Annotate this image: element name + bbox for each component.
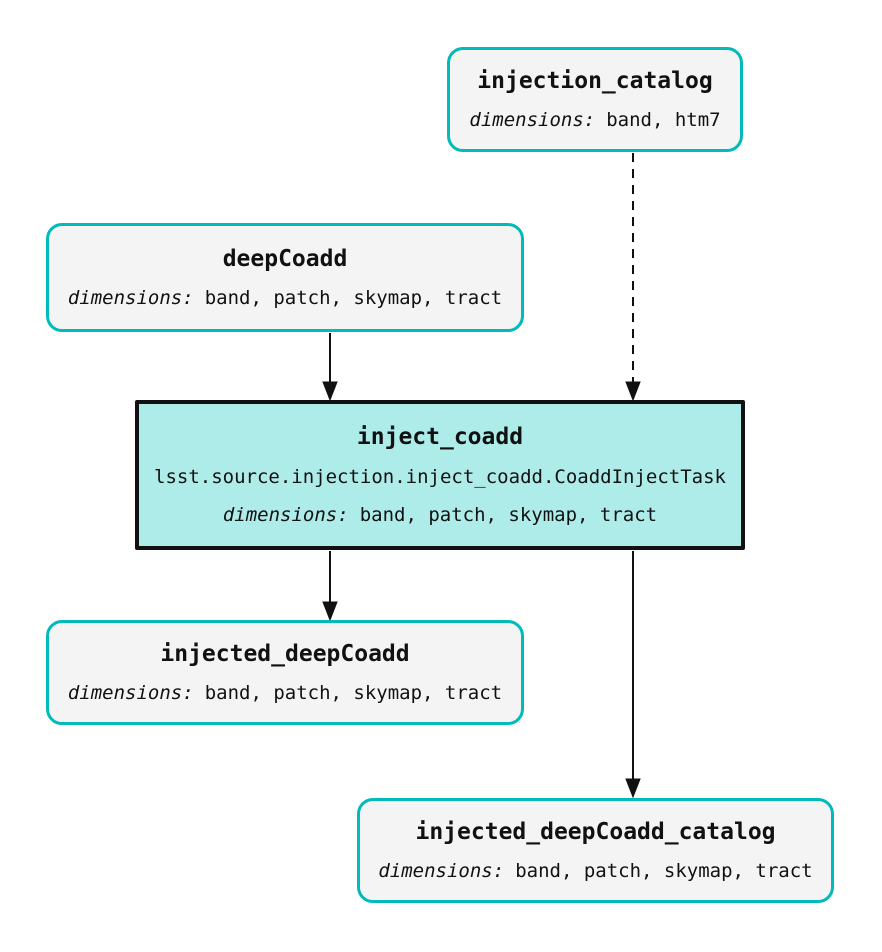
dimensions-value: band, patch, skymap, tract: [204, 287, 503, 309]
node-dimensions: dimensions: band, patch, skymap, tract: [68, 287, 502, 309]
node-title: deepCoadd: [222, 246, 348, 272]
node-dimensions: dimensions: band, htm7: [469, 109, 720, 131]
dimensions-value: band, patch, skymap, tract: [204, 682, 503, 704]
dimensions-label: dimensions:: [378, 860, 505, 882]
node-injected-deepcoadd: injected_deepCoadd dimensions: band, patc…: [46, 620, 524, 725]
edge-inject-coadd-to-injected-deepcoadd: [322, 551, 338, 622]
dimensions-value: band, htm7: [606, 109, 721, 131]
edge-deepcoadd-to-inject-coadd: [322, 333, 338, 402]
node-title: injected_deepCoadd_catalog: [415, 819, 776, 845]
dimensions-label: dimensions:: [67, 682, 194, 704]
node-dimensions: dimensions: band, patch, skymap, tract: [68, 682, 502, 704]
dimensions-label: dimensions:: [469, 109, 596, 131]
dimensions-label: dimensions:: [222, 504, 349, 526]
edge-inject-coadd-to-injected-deepcoadd-catalog: [625, 551, 641, 799]
node-title: inject_coadd: [356, 424, 524, 450]
node-inject-coadd-task: inject_coadd lsst.source.injection.injec…: [135, 400, 745, 550]
node-title: injection_catalog: [477, 68, 713, 94]
node-title: injected_deepCoadd: [160, 641, 410, 667]
node-injected-deepcoadd-catalog: injected_deepCoadd_catalog dimensions: ba…: [357, 798, 834, 903]
dimensions-label: dimensions:: [67, 287, 194, 309]
edge-injection-catalog-to-inject-coadd: [625, 153, 641, 402]
dimensions-value: band, patch, skymap, tract: [515, 860, 813, 882]
dimensions-value: band, patch, skymap, tract: [359, 504, 658, 526]
node-dimensions: dimensions: band, patch, skymap, tract: [378, 860, 812, 882]
node-deepcoadd: deepCoadd dimensions: band, patch, skymap…: [46, 223, 524, 332]
node-dimensions: dimensions: band, patch, skymap, tract: [223, 504, 657, 526]
task-class-path: lsst.source.injection.inject_coadd.Coadd…: [154, 466, 726, 488]
node-injection-catalog: injection_catalog dimensions: band, htm7: [447, 47, 743, 152]
